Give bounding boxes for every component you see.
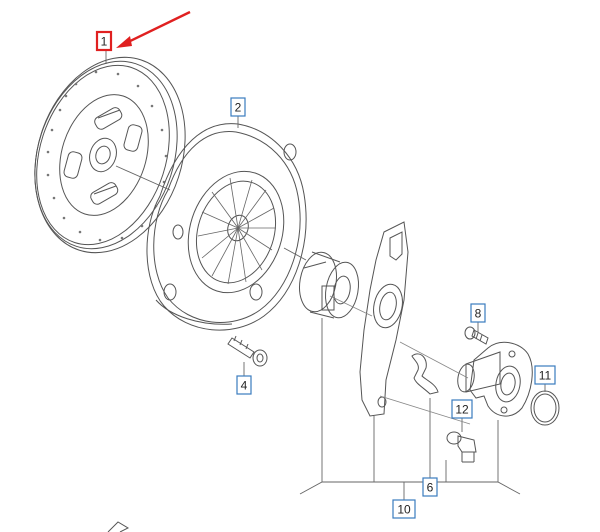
pressure-plate[interactable] (146, 123, 307, 331)
pressure-plate-bolt[interactable] (227, 335, 268, 367)
release-fork[interactable] (359, 221, 409, 417)
assembly-bracket-10 (299, 318, 521, 500)
ball-stud[interactable] (446, 431, 477, 463)
red-arrow-icon (116, 10, 191, 48)
cover-lugs (163, 143, 297, 301)
callout-4-text: 4 (241, 379, 248, 393)
callout-11-text: 11 (539, 369, 552, 383)
callout-2-text: 2 (235, 101, 242, 115)
o-ring[interactable] (530, 390, 560, 426)
callout-1-text: 1 (101, 35, 108, 49)
friction-lining-dots (46, 70, 168, 242)
cropped-logo-mark (107, 521, 130, 532)
callout-12-text: 12 (455, 403, 469, 417)
axis-lines (329, 295, 471, 425)
damper-springs (63, 107, 143, 205)
callout-6[interactable]: 6 (422, 477, 438, 497)
callout-10-text: 10 (397, 503, 411, 517)
callout-12[interactable]: 12 (451, 399, 473, 419)
callout-1[interactable]: 1 (95, 30, 113, 52)
callout-8-text: 8 (475, 307, 482, 321)
diaphragm-fingers (197, 177, 276, 285)
guide-sleeve-bolt[interactable] (464, 326, 489, 345)
callout-6-text: 6 (427, 481, 434, 495)
guide-sleeve[interactable] (456, 341, 533, 417)
axis-line-plate (283, 247, 307, 261)
clutch-disc[interactable] (11, 38, 210, 273)
callout-11[interactable]: 11 (534, 365, 556, 385)
callout-8[interactable]: 8 (470, 303, 486, 323)
callout-4[interactable]: 4 (236, 375, 252, 395)
release-bearing[interactable] (295, 249, 363, 320)
callout-2[interactable]: 2 (230, 97, 246, 117)
axis-line-disc (115, 165, 171, 191)
callout-10[interactable]: 10 (392, 499, 416, 519)
retaining-spring-clip[interactable] (411, 353, 439, 395)
